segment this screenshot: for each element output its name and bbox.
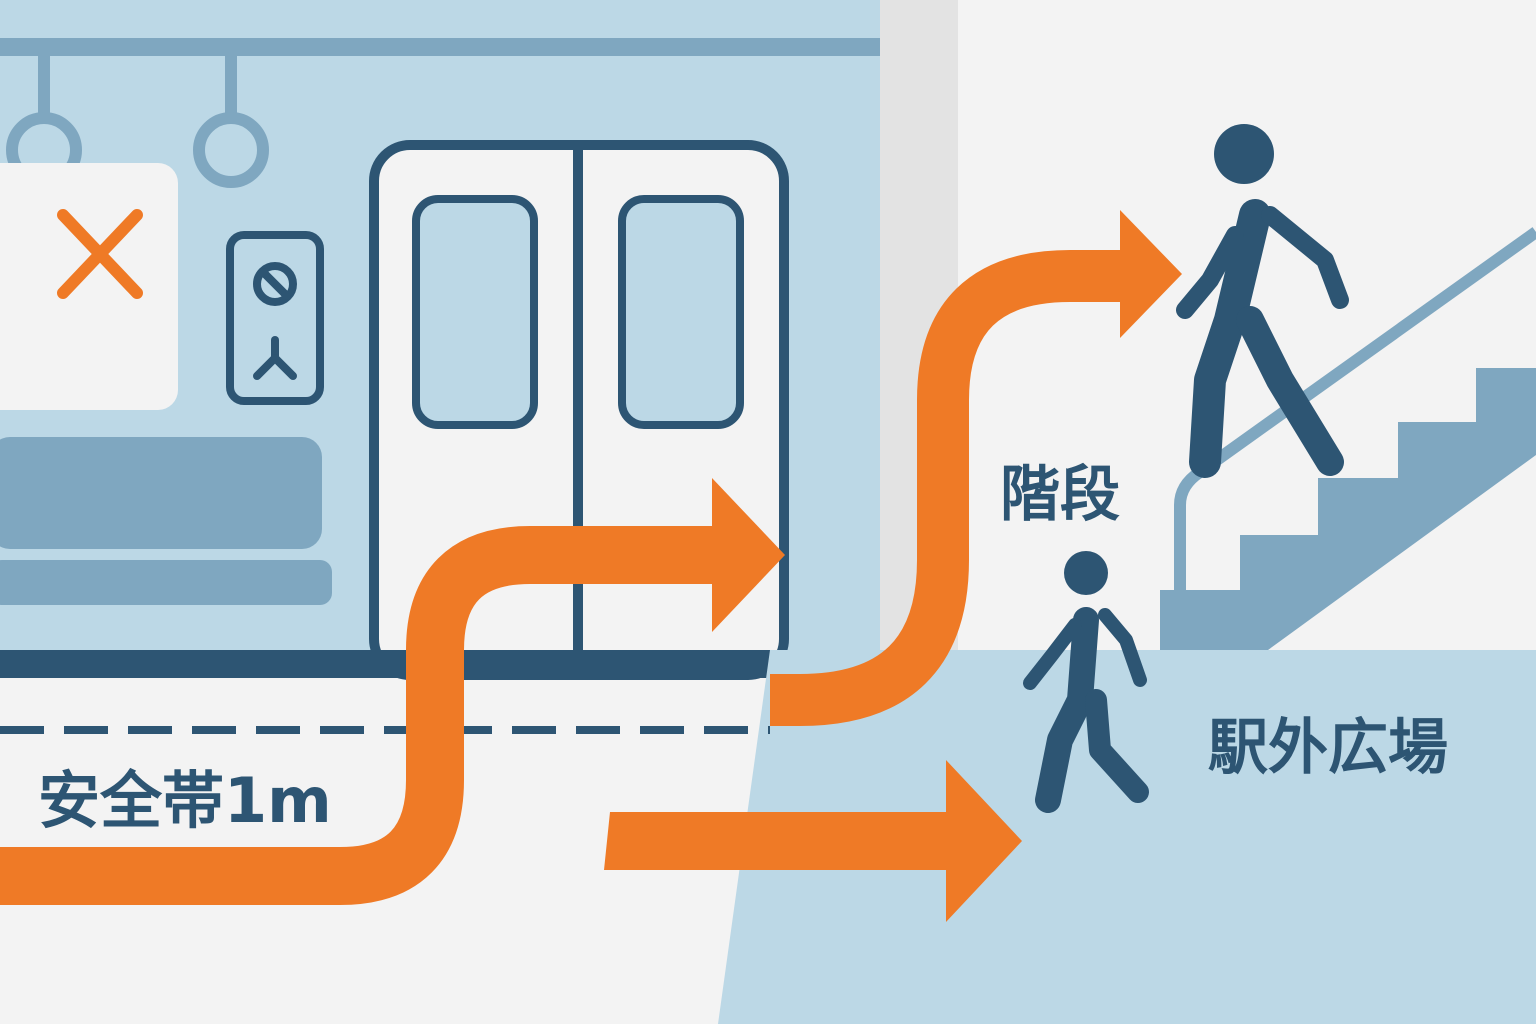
train-door — [369, 140, 789, 680]
arrow-icon — [604, 760, 1022, 922]
arrow-icon — [770, 210, 1182, 726]
station-plaza-label: 駅外広場 — [1208, 713, 1448, 783]
pedestrian-icon — [1176, 124, 1349, 478]
seat-back — [0, 437, 322, 549]
overhead-rail — [0, 38, 880, 56]
arrow-icon — [0, 478, 785, 905]
stairs-icon — [1160, 368, 1536, 650]
pedestrian-icon — [1023, 551, 1149, 813]
station-plaza-area — [718, 650, 1536, 1024]
no-entry-sign-icon — [226, 231, 324, 405]
window-panel — [0, 163, 178, 410]
prohibited-x-icon — [57, 209, 143, 299]
seat — [0, 560, 332, 605]
stairs-label: 階段 — [1000, 460, 1120, 530]
safety-zone-label: 安全帯1m — [38, 764, 332, 837]
